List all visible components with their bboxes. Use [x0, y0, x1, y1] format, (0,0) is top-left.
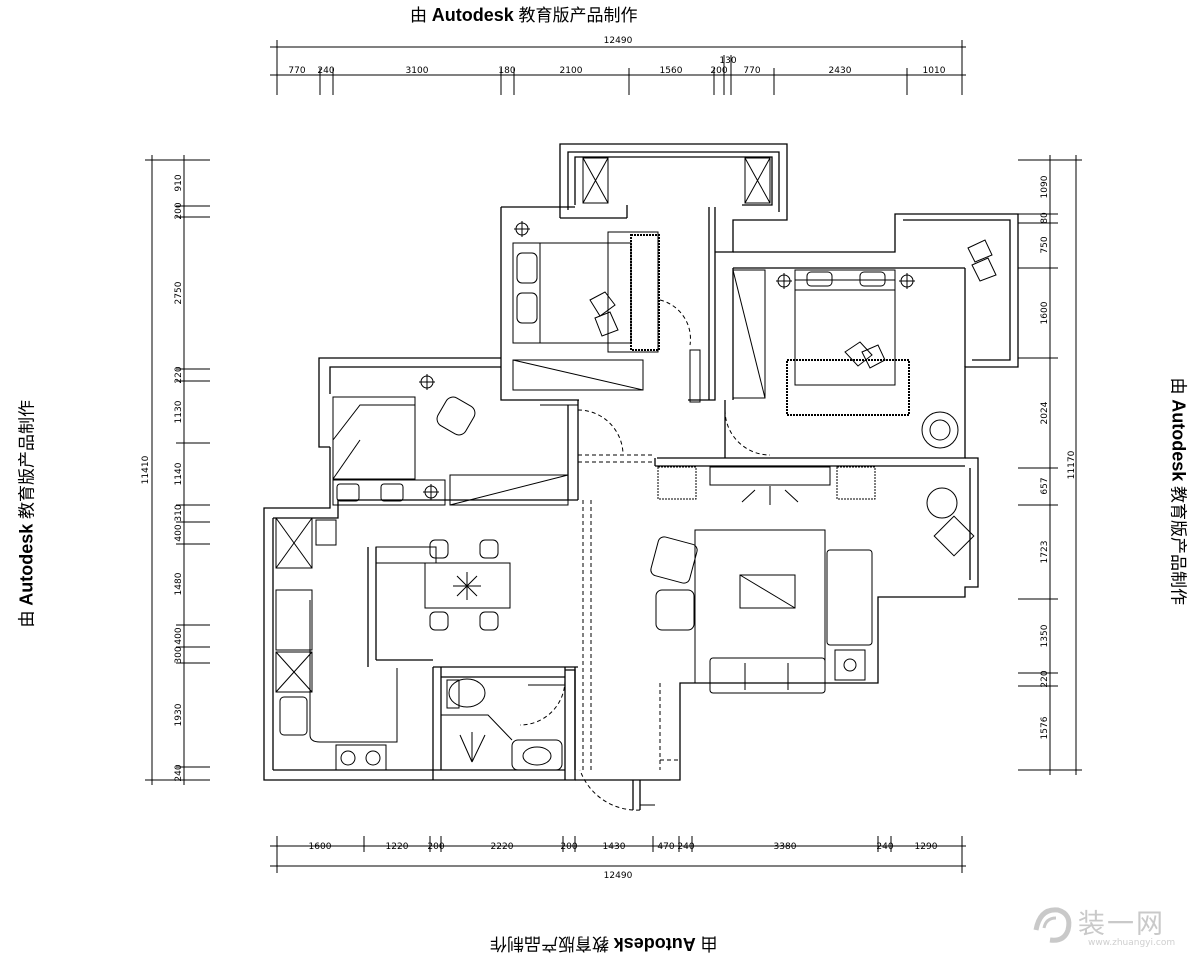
dimension-bottom-label: 1600 [309, 842, 332, 852]
dimension-right-label: 750 [1040, 236, 1050, 253]
logo-url: www.zhuangyi.com [1088, 938, 1176, 948]
dimension-bottom-label: 240 [677, 842, 694, 852]
doors [528, 349, 701, 806]
dimension-left-label: 1930 [174, 703, 184, 726]
study-furniture [332, 374, 569, 506]
dimension-right-label: 1576 [1040, 716, 1050, 739]
dimension-right-label: 2024 [1040, 401, 1050, 424]
openings [519, 299, 771, 811]
dimension-right-label: 1090 [1040, 175, 1050, 198]
dimension-left-label: 240 [174, 764, 184, 781]
dimension-bottom-label: 1430 [603, 842, 626, 852]
dimension-left-label: 910 [174, 174, 184, 191]
dimension-right [1018, 155, 1082, 775]
dimension-left-label: 300 [174, 646, 184, 663]
dimension-top-label: 240 [317, 66, 334, 76]
dimension-top-label: 770 [288, 66, 305, 76]
dimension-bottom-label: 1220 [386, 842, 409, 852]
dimension-bottom [270, 836, 966, 873]
living-furniture [650, 466, 975, 694]
bedroom-2-furniture [512, 221, 660, 391]
dimension-right-label: 1350 [1040, 624, 1050, 647]
dimension-right-label: 1723 [1040, 541, 1050, 564]
dimension-left-label: 2750 [174, 281, 184, 304]
dimension-right-label: 220 [1040, 670, 1050, 687]
dimension-top-label: 200 [710, 66, 727, 76]
dimension-top-label: 3100 [406, 66, 429, 76]
dimension-left-label: 310 [174, 504, 184, 521]
dimension-top [270, 40, 966, 95]
dimension-bottom-total: 12490 [604, 871, 633, 881]
dimension-right-label: 657 [1040, 477, 1050, 494]
dimension-right-label: 80 [1040, 212, 1050, 224]
dimension-left-label: 1480 [174, 572, 184, 595]
dimension-left-label: 1130 [174, 400, 184, 423]
logo-icon [1033, 907, 1072, 943]
dimension-top-label: 1010 [923, 66, 946, 76]
dimension-right-label: 1600 [1040, 301, 1050, 324]
dimension-left [145, 155, 210, 785]
dining-furniture [424, 539, 511, 631]
dimension-left-label: 1140 [174, 462, 184, 485]
dimension-bottom-label: 3380 [774, 842, 797, 852]
dimension-left-total: 11410 [141, 455, 151, 484]
dimension-top-label: 770 [743, 66, 760, 76]
bathroom-fixtures [441, 678, 563, 771]
dimension-bottom-label: 200 [427, 842, 444, 852]
brand-logo: 装一网 www.zhuangyi.com [1028, 898, 1198, 958]
dimension-bottom-label: 2220 [491, 842, 514, 852]
watermark-top: 由 Autodesk 教育版产品制作 [410, 5, 638, 25]
dimension-top-total: 12490 [604, 36, 633, 46]
dimension-right-total: 11170 [1067, 450, 1077, 479]
dimension-bottom-label: 470 [657, 842, 674, 852]
dimension-top-label: 180 [498, 66, 515, 76]
balcony-windows [582, 157, 771, 204]
dimension-top-label: 2100 [560, 66, 583, 76]
dimension-bottom-label: 1290 [915, 842, 938, 852]
dimension-left-label: 400 [174, 627, 184, 644]
dimension-bottom-label: 240 [876, 842, 893, 852]
logo-name: 装一网 [1078, 909, 1165, 940]
dimension-left-label: 220 [174, 366, 184, 383]
dimension-top-label: 1560 [660, 66, 683, 76]
dimension-left-label: 200 [174, 202, 184, 219]
dimension-bottom-label: 200 [560, 842, 577, 852]
exterior-walls [263, 143, 1019, 810]
kitchen-furniture [275, 517, 437, 771]
dimension-top-label: 2430 [829, 66, 852, 76]
master-bedroom-furniture [732, 239, 997, 449]
dimension-left-label: 400 [174, 524, 184, 541]
dimension-top-small: 130 [719, 56, 736, 66]
